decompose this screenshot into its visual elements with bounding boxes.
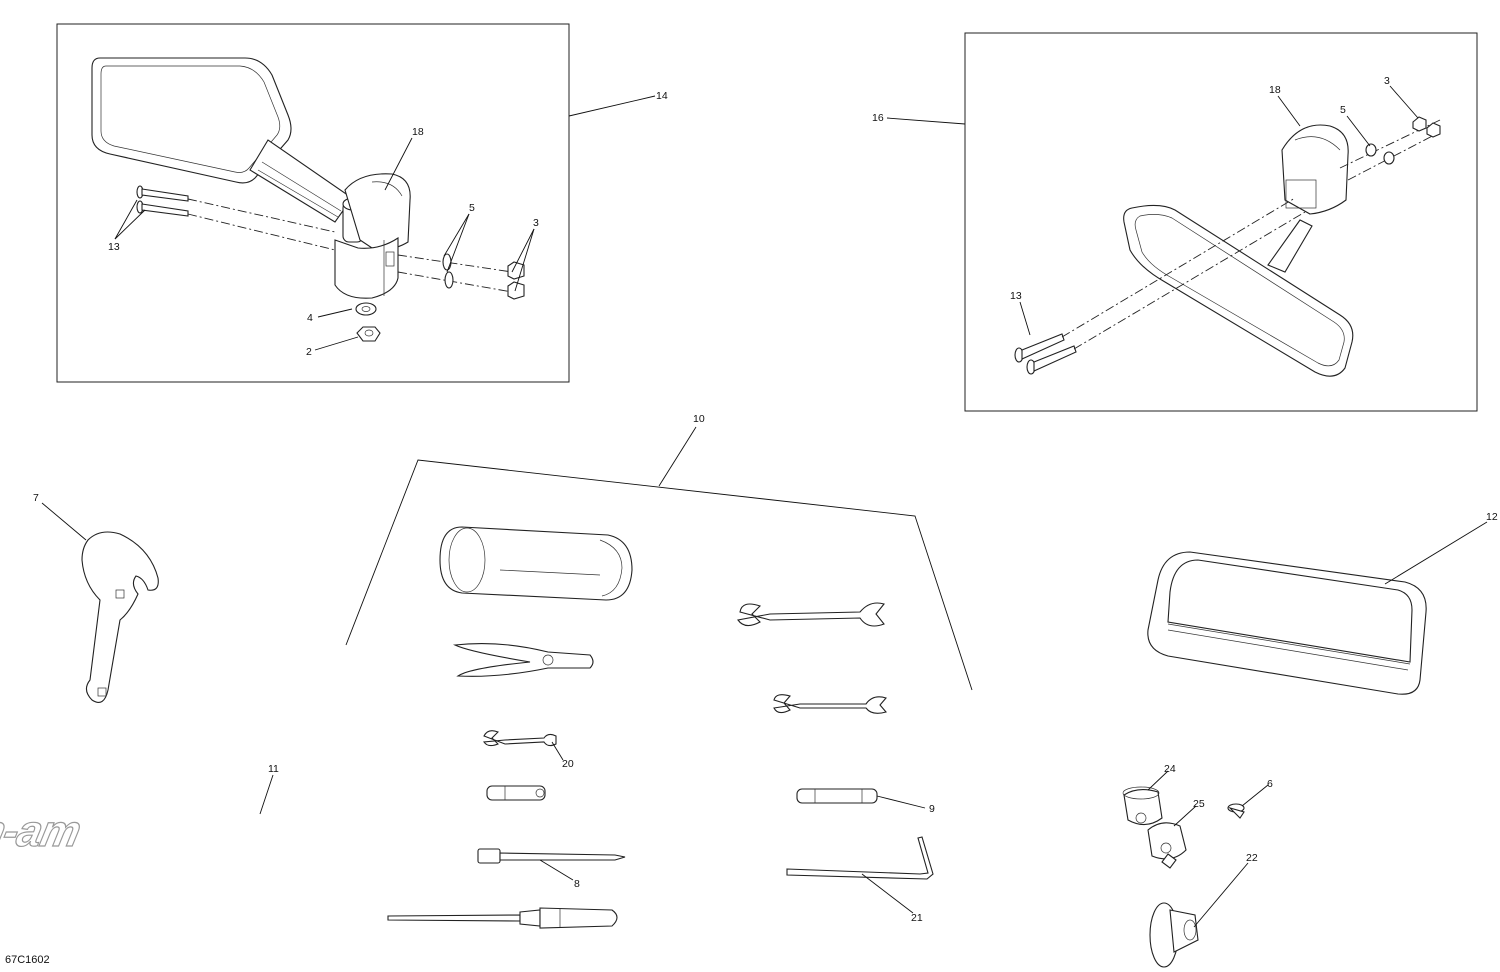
rear-mirror-leaders: [886, 85, 1419, 336]
extension-bar: [477, 848, 626, 864]
knob-assembly: [1122, 786, 1187, 869]
suction-cup: [1149, 902, 1199, 968]
callout-11: 11: [268, 763, 279, 775]
callout-5-left: 5: [469, 202, 475, 214]
storage-tray: [1147, 551, 1427, 695]
wrench-small: [773, 694, 887, 714]
callout-7: 7: [33, 492, 39, 504]
callout-6: 6: [1267, 778, 1273, 790]
tool-kit-outline: [345, 426, 973, 691]
callout-13-left: 13: [108, 241, 120, 253]
tool-pouch: [439, 526, 633, 601]
callout-18-right: 18: [1269, 84, 1281, 96]
rear-view-mirror-illustration: [1014, 116, 1441, 377]
can-am-logo-text: can-am: [0, 807, 84, 855]
combination-wrench: [483, 730, 557, 747]
callout-10: 10: [693, 413, 705, 425]
callout-22: 22: [1246, 852, 1258, 864]
callout-20: 20: [562, 758, 574, 770]
callout-3-left: 3: [533, 217, 539, 229]
side-mirror-illustration: [91, 57, 525, 342]
side-mirror-group-frame: [56, 23, 570, 383]
pliers: [452, 642, 594, 677]
callout-16: 16: [872, 112, 884, 124]
callout-2: 2: [306, 346, 312, 358]
side-mirror-leaders: [114, 95, 656, 351]
callout-5-right: 5: [1340, 104, 1346, 116]
callout-21: 21: [911, 912, 923, 924]
spanner-wrench: [81, 531, 159, 703]
callout-9: 9: [929, 803, 935, 815]
hex-key: [786, 836, 934, 880]
callout-12: 12: [1486, 511, 1498, 523]
screwdriver: [387, 907, 618, 929]
callout-25: 25: [1193, 798, 1205, 810]
spark-plug-socket: [486, 785, 546, 801]
callout-13-right: 13: [1010, 290, 1022, 302]
rear-mirror-group-frame: [964, 32, 1478, 412]
callout-3-right: 3: [1384, 75, 1390, 87]
push-rivet: [1227, 803, 1245, 819]
callout-18-left: 18: [412, 126, 424, 138]
callout-labels: 14 18 5 3 13 4 2 16 18 5 3 13 10 7 11 12…: [33, 75, 1498, 924]
lower-leaders: [41, 502, 1488, 928]
callout-8: 8: [574, 878, 580, 890]
can-am-decal: can-am: [0, 807, 85, 857]
wrench-large: [737, 602, 885, 627]
diagram-code: 67C1602: [5, 954, 50, 966]
callout-24: 24: [1164, 763, 1176, 775]
spark-plug-wrench: [796, 788, 878, 804]
callout-4: 4: [307, 312, 313, 324]
callout-14: 14: [656, 90, 668, 102]
